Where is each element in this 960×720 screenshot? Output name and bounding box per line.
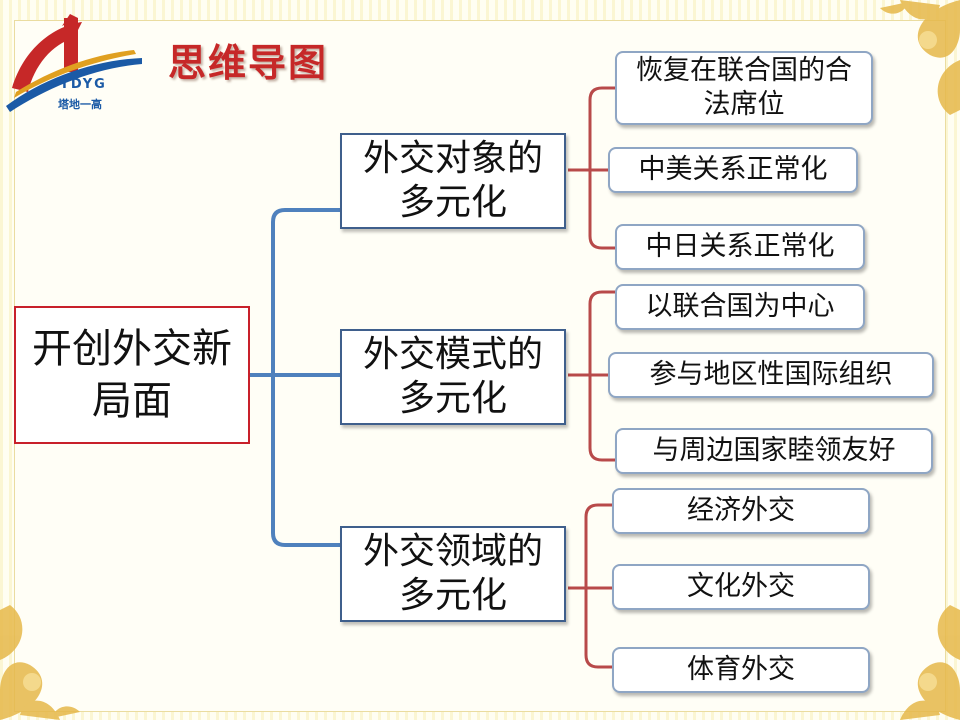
leaf-node: 参与地区性国际组织 xyxy=(608,352,934,398)
leaf-node: 体育外交 xyxy=(612,647,870,693)
floral-corner-bottom-right-icon xyxy=(900,605,960,720)
page-title: 思维导图 xyxy=(168,41,329,85)
leaf-node: 恢复在联合国的合法席位 xyxy=(615,51,873,125)
root-connectors xyxy=(250,208,340,547)
root-node: 开创外交新局面 xyxy=(14,306,250,444)
branch-node-modes: 外交模式的多元化 xyxy=(340,329,566,425)
leaf-node: 与周边国家睦领友好 xyxy=(615,428,933,474)
floral-corner-top-right-icon xyxy=(880,0,960,115)
logo-subtext: 塔地一高 xyxy=(58,98,102,111)
leaf-node: 以联合国为中心 xyxy=(615,284,865,330)
leaf-node: 中日关系正常化 xyxy=(615,224,865,270)
logo-text: TDYG xyxy=(60,77,107,92)
school-logo-icon xyxy=(6,14,142,112)
leaf-node: 经济外交 xyxy=(612,488,870,534)
leaf-node: 中美关系正常化 xyxy=(608,147,858,193)
branch-node-objects: 外交对象的多元化 xyxy=(340,133,566,229)
floral-corner-bottom-left-icon xyxy=(0,605,80,720)
branch-connectors xyxy=(568,86,615,669)
leaf-node: 文化外交 xyxy=(612,564,870,610)
branch-node-fields: 外交领域的多元化 xyxy=(340,526,566,622)
